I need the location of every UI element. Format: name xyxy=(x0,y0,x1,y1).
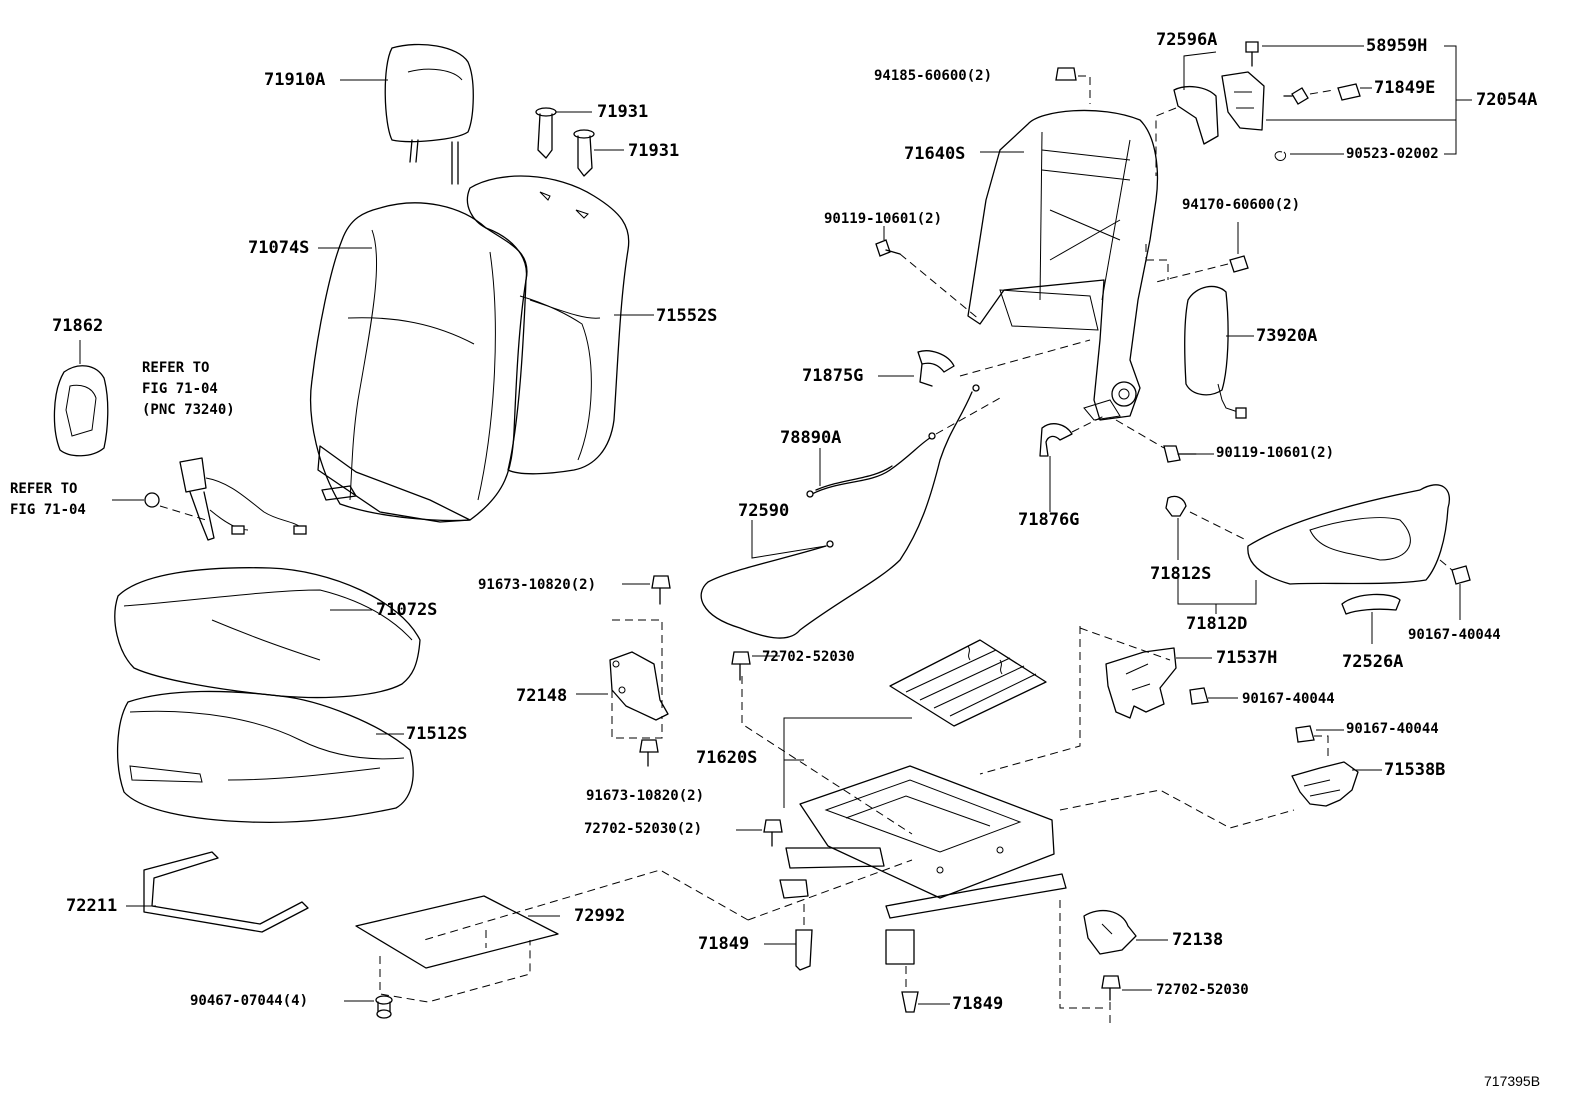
part-label-90119-10601-a: 90119-10601(2) xyxy=(824,211,943,227)
pin-71849-b xyxy=(901,991,919,1013)
bolt-72702-b xyxy=(763,819,783,847)
refer-note-left-line2: FIG 71-04 xyxy=(10,502,86,518)
bolt-72702-c xyxy=(1101,975,1121,1001)
part-label-71812d: 71812D xyxy=(1186,614,1248,634)
part-label-73920a: 73920A xyxy=(1256,326,1318,346)
part-label-72590: 72590 xyxy=(738,501,790,521)
bolt-72702-a xyxy=(731,651,751,681)
part-label-71849-b: 71849 xyxy=(952,994,1004,1014)
clip-71931 xyxy=(535,107,595,177)
part-label-71074s: 71074S xyxy=(248,238,310,258)
part-label-58959h: 58959H xyxy=(1366,36,1428,56)
clip-71812s xyxy=(1165,495,1187,517)
bolt-90119-a xyxy=(875,239,901,257)
part-label-72054a: 72054A xyxy=(1476,90,1538,110)
panel-71862 xyxy=(53,365,109,457)
bolt-91673-a xyxy=(651,575,671,605)
part-label-71875g: 71875G xyxy=(802,366,864,386)
part-label-94185-60600: 94185-60600(2) xyxy=(874,68,993,84)
part-label-72148: 72148 xyxy=(516,686,568,706)
pin-71849-a xyxy=(795,929,813,971)
refer-note-top-line3: (PNC 73240) xyxy=(142,402,235,418)
part-label-72702-52030-c: 72702-52030 xyxy=(1156,982,1249,998)
screw-90167-b xyxy=(1189,687,1209,705)
bracket-72148 xyxy=(609,651,669,721)
bolt-90467 xyxy=(375,995,393,1019)
refer-note-top-line1: REFER TO xyxy=(142,360,210,376)
part-label-71931-b: 71931 xyxy=(628,141,680,161)
part-label-71876g: 71876G xyxy=(1018,510,1080,530)
part-label-71512s: 71512S xyxy=(406,724,468,744)
part-label-72702-52030-a: 72702-52030 xyxy=(762,649,855,665)
part-label-72526a: 72526A xyxy=(1342,652,1404,672)
part-label-94170-60600: 94170-60600(2) xyxy=(1182,197,1301,213)
part-label-71910a: 71910A xyxy=(264,70,326,90)
part-label-71538b: 71538B xyxy=(1384,760,1446,780)
clip-71876g xyxy=(1039,423,1073,457)
seatback-pad-71552s xyxy=(466,175,630,475)
part-label-72992: 72992 xyxy=(574,906,626,926)
part-label-72138: 72138 xyxy=(1172,930,1224,950)
cable-78890a xyxy=(806,432,936,498)
part-label-90167-40044-b: 90167-40044 xyxy=(1242,691,1335,707)
figure-id: 717395B xyxy=(1484,1073,1541,1089)
part-label-72211: 72211 xyxy=(66,896,118,916)
screw-90167-c xyxy=(1295,725,1315,743)
clip-71875g xyxy=(917,350,955,387)
part-label-90523-02002: 90523-02002 xyxy=(1346,146,1439,162)
bracket-71538b xyxy=(1291,761,1359,807)
seat-track-71620s xyxy=(779,639,1067,965)
cushion-pad-71512s xyxy=(116,690,414,824)
part-label-71812s: 71812S xyxy=(1150,564,1212,584)
part-label-71931-a: 71931 xyxy=(597,102,649,122)
part-label-72702-52030-b: 72702-52030(2) xyxy=(584,821,703,837)
seatback-cover-71074s xyxy=(309,202,528,523)
airbag-73920a xyxy=(1184,285,1247,419)
part-label-90119-10601-b: 90119-10601(2) xyxy=(1216,445,1335,461)
part-label-90467-07044: 90467-07044(4) xyxy=(190,993,309,1009)
part-label-71640s: 71640S xyxy=(904,144,966,164)
bolt-94185 xyxy=(1055,67,1077,81)
part-label-71552s: 71552S xyxy=(656,306,718,326)
cable-72590 xyxy=(700,384,980,639)
part-label-71862: 71862 xyxy=(52,316,104,336)
cushion-cover-71072s xyxy=(114,567,421,699)
part-label-71072s: 71072S xyxy=(376,600,438,620)
headrest-71910a xyxy=(384,43,474,185)
part-label-91673-10820-b: 91673-10820(2) xyxy=(586,788,705,804)
part-label-71849-a: 71849 xyxy=(698,934,750,954)
part-label-71849e: 71849E xyxy=(1374,78,1436,98)
bolt-94170 xyxy=(1229,255,1249,273)
refer-note-top-line2: FIG 71-04 xyxy=(142,381,218,397)
part-label-90167-40044-a: 90167-40044 xyxy=(1408,627,1501,643)
screw-90167-a xyxy=(1451,565,1471,585)
knob-72526a xyxy=(1341,593,1401,615)
bolt-90119-b xyxy=(1163,445,1197,463)
part-label-90167-40044-c: 90167-40044 xyxy=(1346,721,1439,737)
part-label-91673-10820-a: 91673-10820(2) xyxy=(478,577,597,593)
part-label-71537h: 71537H xyxy=(1216,648,1278,668)
bracket-71537h xyxy=(1105,647,1177,719)
wire-72211 xyxy=(143,851,309,933)
cover-72138 xyxy=(1083,909,1137,955)
hinge-72054a xyxy=(1221,41,1361,161)
part-label-78890a: 78890A xyxy=(780,428,842,448)
part-label-71620s: 71620S xyxy=(696,748,758,768)
part-label-72596a: 72596A xyxy=(1156,30,1218,50)
plate-72992 xyxy=(355,895,559,1003)
side-shield-71812d xyxy=(1247,484,1450,585)
seatback-frame-71640s xyxy=(967,109,1159,421)
seatbelt-buckle xyxy=(144,457,307,541)
cover-72596a xyxy=(1173,85,1219,145)
bolt-91673-b xyxy=(639,739,659,767)
refer-note-left-line1: REFER TO xyxy=(10,481,78,497)
